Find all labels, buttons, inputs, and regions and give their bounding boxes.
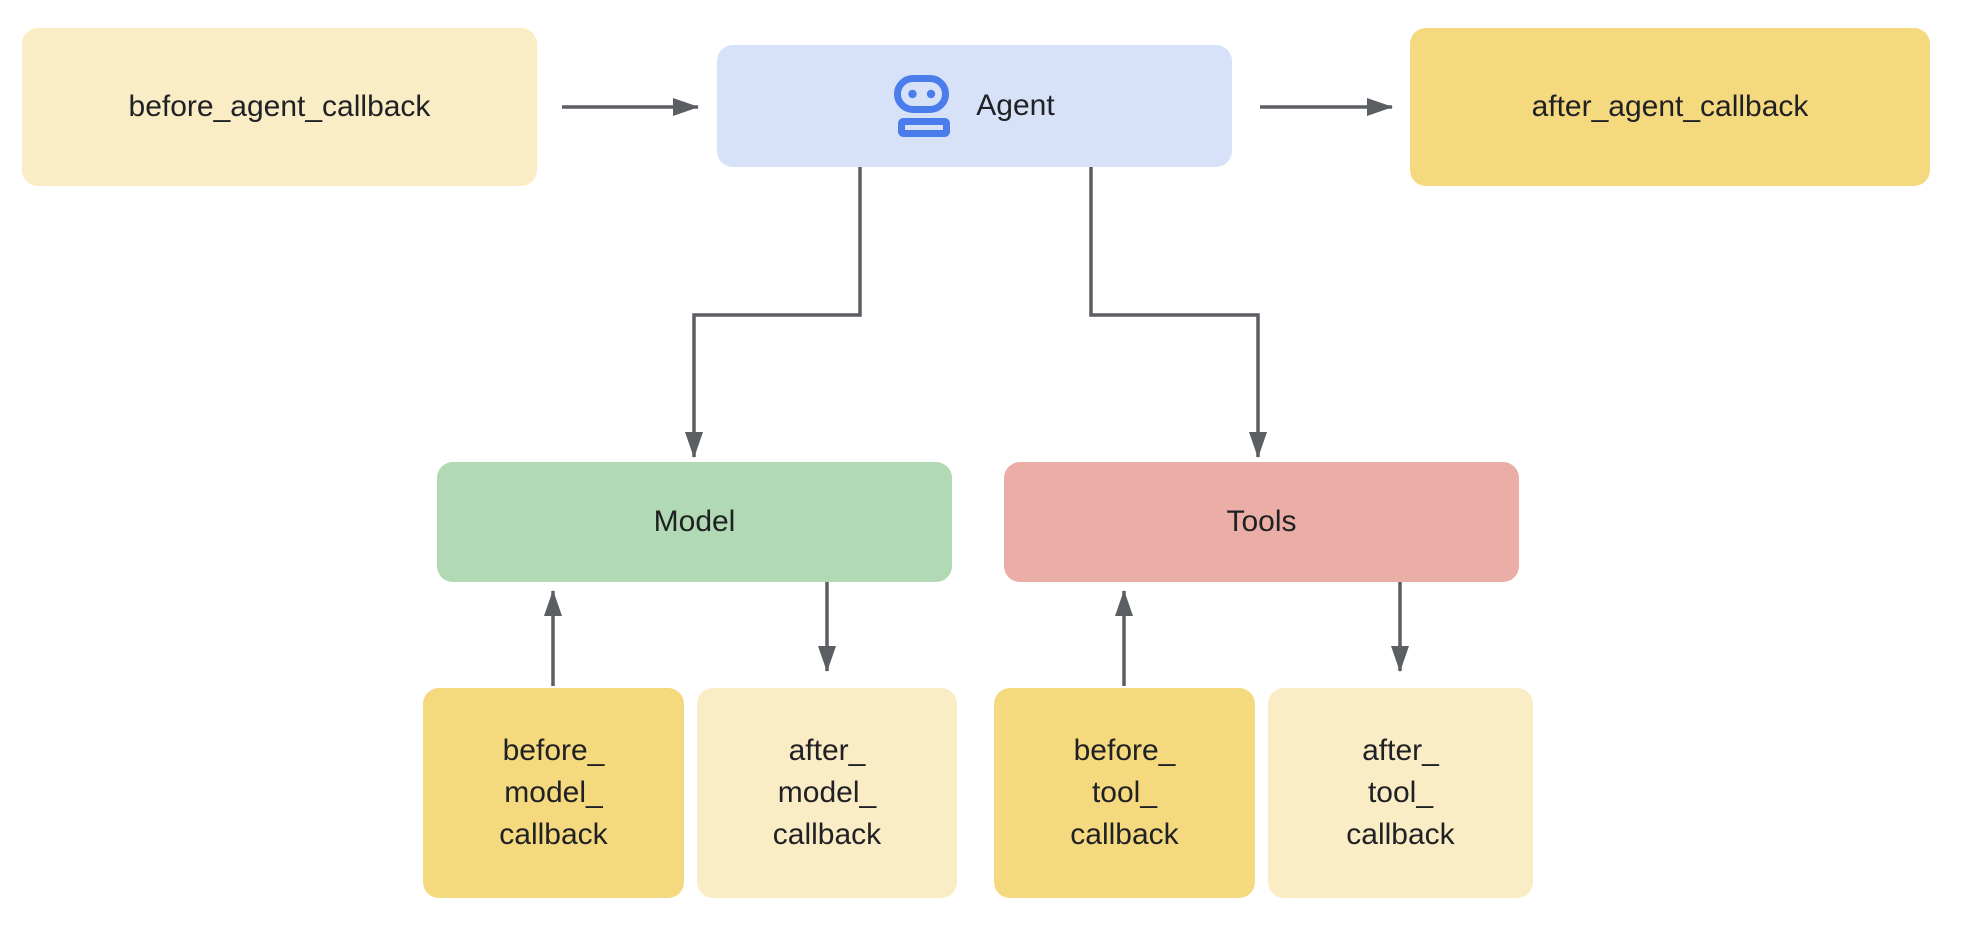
node-label: after_ tool_ callback (1346, 734, 1455, 851)
robot-icon (894, 75, 951, 137)
node-agent: Agent (717, 45, 1232, 167)
node-label: before_ model_ callback (499, 734, 608, 851)
node-after-tool-callback: after_ tool_ callback (1268, 688, 1533, 898)
node-before-agent-callback: before_agent_callback (22, 28, 537, 186)
node-tools: Tools (1004, 462, 1519, 582)
edge-agent-to-tools-arrow (1089, 167, 1267, 458)
node-model: Model (437, 462, 952, 582)
node-after-model-callback: after_ model_ callback (697, 688, 957, 898)
edge-agent-to-model-arrow (685, 167, 862, 458)
node-before-model-callback: before_ model_ callback (423, 688, 684, 898)
node-label: before_agent_callback (128, 90, 431, 123)
node-label: Tools (1226, 505, 1297, 538)
node-label: Agent (976, 89, 1055, 122)
node-label: before_ tool_ callback (1070, 734, 1179, 851)
node-after-agent-callback: after_agent_callback (1410, 28, 1930, 186)
node-label: after_ model_ callback (772, 734, 882, 851)
node-label: after_agent_callback (1531, 90, 1809, 123)
agent-content: Agent (894, 75, 1055, 137)
node-before-tool-callback: before_ tool_ callback (994, 688, 1255, 898)
node-label: Model (653, 505, 736, 538)
